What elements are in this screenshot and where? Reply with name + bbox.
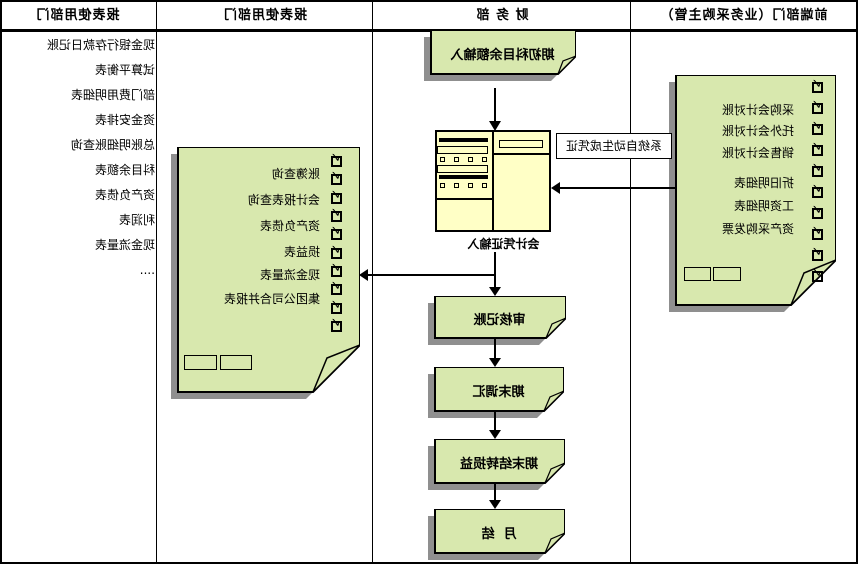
step-adjust-label: 期末调汇	[472, 385, 525, 400]
checked-checkbox-icon	[812, 250, 823, 261]
report-doc-item: 资产负债表	[259, 219, 320, 233]
checked-checkbox-icon	[812, 124, 823, 135]
lane-divider-2	[372, 2, 373, 562]
lane-header-report-doc: 报表使用部门	[223, 8, 308, 23]
lane-divider-3	[156, 2, 157, 562]
step-period-adjust: 期末调汇	[425, 367, 564, 421]
report-list-item: 总账明细账查询	[70, 138, 155, 152]
checked-checkbox-icon	[331, 156, 342, 167]
window-pane-line	[494, 153, 549, 155]
lane-header-finance: 财 务 部	[475, 8, 529, 23]
checked-checkbox-icon	[331, 303, 342, 314]
step-monthend-label: 月 结	[481, 527, 517, 542]
report-document: 账簿查询 会计报表查询 资产负债表 损益表 现金流量表 集团公司合并报表	[168, 147, 360, 402]
window-cell-icon	[440, 157, 445, 162]
report-list-item: 试算平衡表	[94, 63, 155, 77]
report-doc-item: 账簿查询	[271, 167, 320, 181]
frontend-document: 采购会计对账 托外会计对账 销售会计对账 折旧明细表 工资明细表 资产采购发票	[666, 75, 836, 315]
window-field-bar	[437, 165, 488, 173]
document-shape-icon	[171, 147, 360, 399]
step-audit-post: 审核记账	[425, 296, 566, 348]
report-list: 现金银行存款日记账 试算平衡表 部门费用明细表 资金安排表 总账明细账查询 科目…	[1, 33, 155, 283]
checked-checkbox-icon	[812, 229, 823, 240]
checked-checkbox-icon	[331, 211, 342, 222]
lane-divider-1	[630, 2, 631, 562]
document-shape-icon	[424, 30, 576, 81]
doc-footer-field	[220, 355, 252, 370]
frontend-doc-item: 资产采购发票	[721, 222, 794, 236]
doc-footer-field	[713, 267, 741, 281]
document-shape-icon	[428, 439, 565, 490]
document-shape-icon	[428, 296, 566, 345]
checked-checkbox-icon	[331, 321, 342, 332]
window-toolbar-bar	[439, 138, 488, 142]
report-list-item: 现金流量表	[94, 238, 155, 252]
window-cell-icon	[440, 183, 445, 188]
window-cell-icon	[468, 157, 473, 162]
step-carryover: 期末结转损益	[425, 439, 565, 493]
frontend-doc-item: 销售会计对账	[721, 146, 794, 160]
step-audit-label: 审核记账	[473, 313, 526, 328]
checked-checkbox-icon	[331, 284, 342, 295]
doc-footer-field	[184, 355, 217, 370]
window-cell-icon	[454, 157, 459, 162]
window-toolbar-bar	[439, 175, 488, 179]
report-list-item: ....	[139, 263, 155, 277]
report-doc-item: 现金流量表	[259, 268, 320, 282]
document-shape-icon	[428, 509, 565, 560]
window-field-bar	[437, 146, 488, 154]
checked-checkbox-icon	[812, 187, 823, 198]
window-pane-line	[437, 198, 493, 200]
checked-checkbox-icon	[812, 82, 823, 93]
checked-checkbox-icon	[331, 174, 342, 185]
voucher-caption: 会计凭证输入	[467, 237, 540, 251]
checked-checkbox-icon	[812, 103, 823, 114]
checked-checkbox-icon	[331, 193, 342, 204]
step-carryover-label: 期末结转损益	[460, 457, 539, 472]
auto-voucher-label: 系统自动生成凭证	[556, 133, 672, 159]
window-cell-icon	[454, 183, 459, 188]
doc-footer-field	[684, 267, 711, 281]
checked-checkbox-icon	[331, 266, 342, 277]
checked-checkbox-icon	[331, 248, 342, 259]
document-shape-icon	[669, 75, 836, 312]
window-title-field	[499, 140, 543, 148]
window-pane-divider	[492, 132, 494, 230]
report-list-item: 资金安排表	[94, 113, 155, 127]
voucher-window-icon	[435, 130, 551, 232]
checked-checkbox-icon	[812, 145, 823, 156]
report-list-item: 利润表	[118, 213, 155, 227]
frontend-doc-item: 工资明细表	[733, 199, 794, 213]
report-list-item: 现金银行存款日记账	[46, 38, 155, 52]
step-initial-label: 期初科目余额输入	[450, 48, 555, 63]
frontend-doc-item: 折旧明细表	[733, 176, 794, 190]
document-shape-icon	[428, 367, 564, 418]
step-month-end: 月 结	[425, 509, 565, 563]
checked-checkbox-icon	[812, 208, 823, 219]
report-list-item: 科目余额表	[94, 163, 155, 177]
checked-checkbox-icon	[812, 271, 823, 282]
report-doc-item: 集团公司合并报表	[223, 292, 320, 306]
report-doc-item: 会计报表查询	[247, 193, 320, 207]
checked-checkbox-icon	[331, 229, 342, 240]
frontend-doc-item: 托外会计对账	[721, 124, 794, 138]
window-cell-icon	[468, 183, 473, 188]
step-initial-balance: 期初科目余额输入	[421, 30, 576, 84]
checked-checkbox-icon	[812, 166, 823, 177]
lane-header-report-list: 报表使用部门	[35, 8, 120, 23]
report-list-item: 资产负债表	[94, 188, 155, 202]
lane-header-frontend: 前端部门（业务采购主管）	[659, 8, 828, 23]
frontend-doc-item: 采购会计对账	[721, 103, 794, 117]
window-cell-icon	[482, 183, 487, 188]
report-doc-item: 损益表	[283, 245, 320, 259]
window-cell-icon	[482, 157, 487, 162]
report-list-item: 部门费用明细表	[70, 88, 155, 102]
